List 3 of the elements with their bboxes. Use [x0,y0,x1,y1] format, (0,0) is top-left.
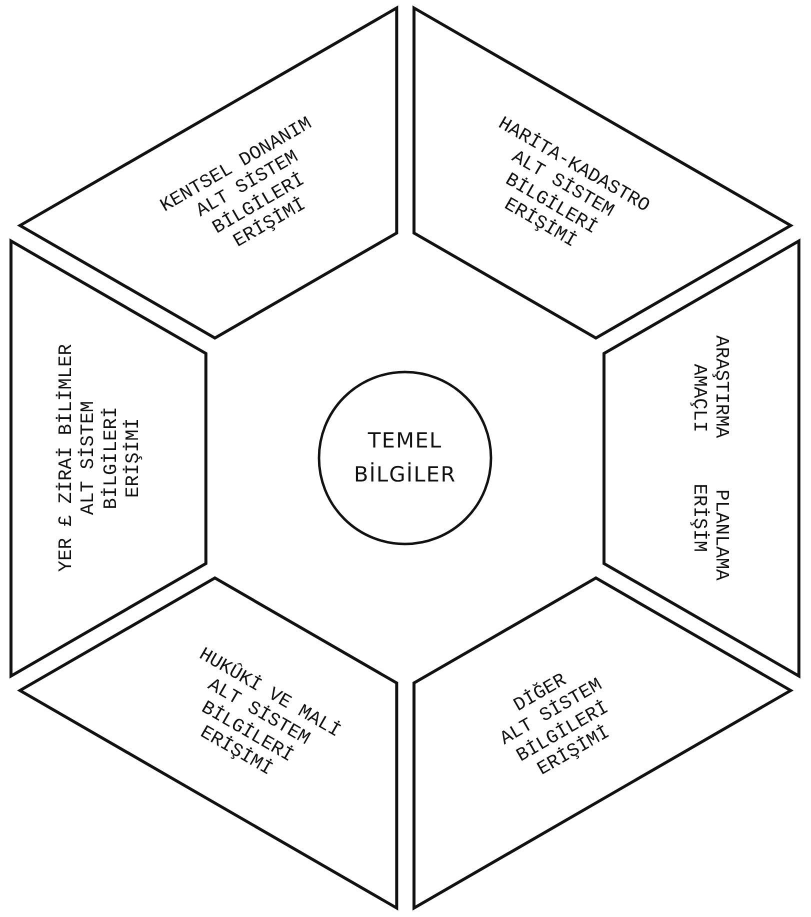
segment-label: ARAŞTIRMA PLANLAMA AMAÇLI ERİŞİM [687,335,732,581]
segment-label: YER £ ZİRAİ BİLİMLER ALT SİSTEM BİLGİLERİ ERİŞİMİ [56,344,146,572]
center-label: TEMEL BİLGİLER [354,427,456,488]
